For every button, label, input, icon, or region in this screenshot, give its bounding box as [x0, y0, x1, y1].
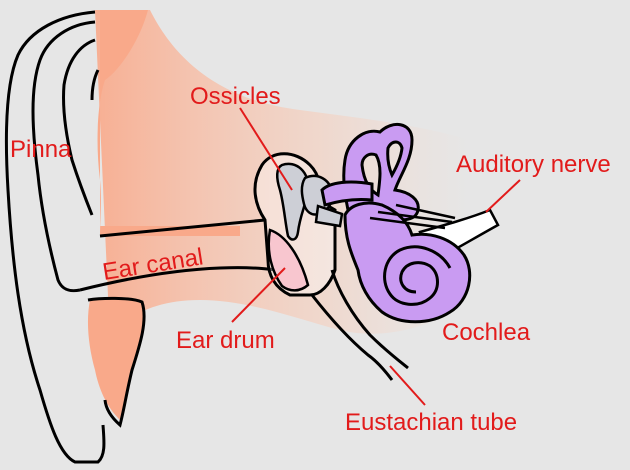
pinna-antihelix	[90, 69, 100, 101]
label-ear-drum: Ear drum	[176, 327, 275, 354]
auditory-nerve-leader-line	[485, 179, 521, 213]
pinna-skin-lower	[87, 297, 145, 420]
pinna-skin-upper	[95, 10, 240, 236]
label-cochlea: Cochlea	[442, 319, 531, 346]
pinna-helix	[62, 38, 96, 216]
ossicles-leader-line	[239, 107, 293, 191]
label-ossicles: Ossicles	[190, 83, 281, 110]
cochlear-nerve-lines	[369, 203, 456, 230]
ear-canal-lower-wall	[79, 266, 286, 292]
cochlea-spiral	[383, 245, 452, 306]
label-eustachian-tube: Eustachian tube	[345, 409, 517, 436]
label-auditory-nerve: Auditory nerve	[456, 151, 611, 178]
ossicle-stapes	[314, 204, 344, 228]
cochlea-shape	[343, 201, 472, 324]
eustachian-tube-lower	[330, 269, 409, 370]
eustachian-tube-upper	[310, 294, 394, 381]
ear-canal-upper-wall	[99, 218, 266, 238]
lobe-outline	[87, 296, 146, 428]
eustachian-tube-leader-line	[389, 365, 426, 406]
label-pinna: Pinna	[10, 136, 72, 163]
vestibule-canal-upper	[320, 180, 374, 207]
pinna-outline	[4, 10, 106, 464]
pinna-inner-fold	[31, 20, 96, 293]
ear-drum-leader-line	[231, 267, 286, 323]
